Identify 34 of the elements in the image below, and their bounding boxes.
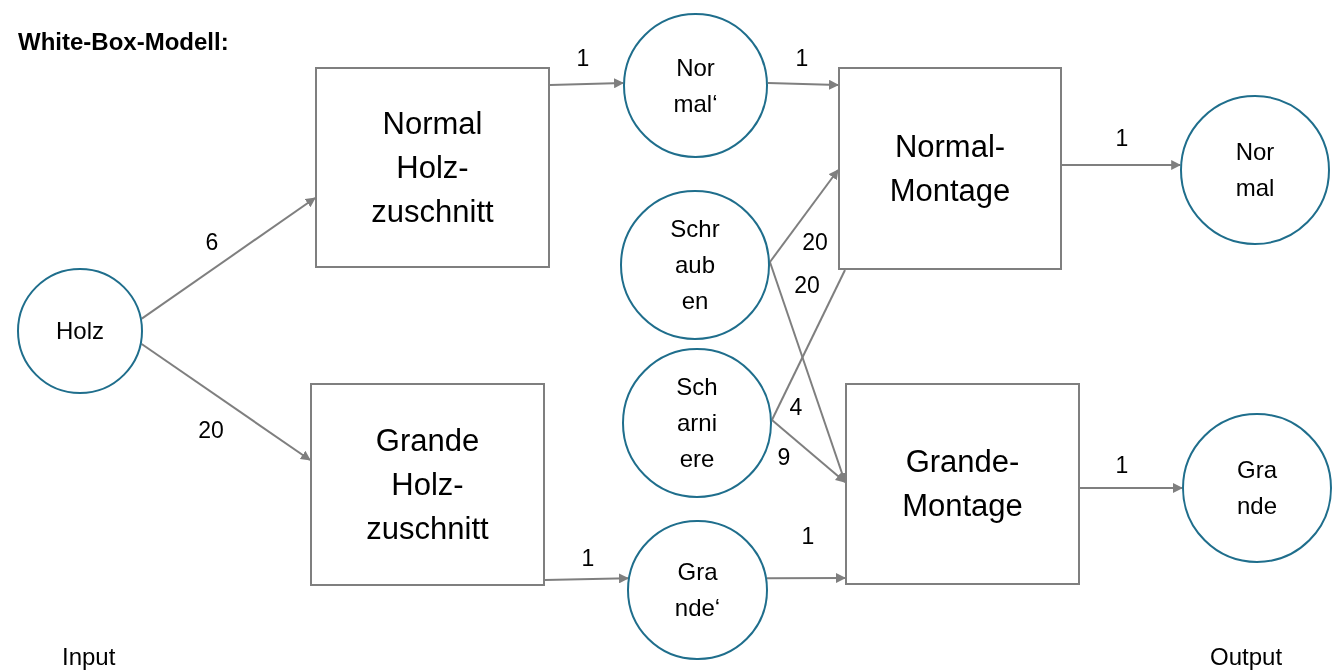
edge-label: 20 bbox=[198, 418, 224, 442]
node-text: Normal- Montage bbox=[889, 127, 1011, 210]
io-label: Input bbox=[62, 645, 116, 669]
node-text: Nor mal bbox=[1235, 137, 1275, 203]
edge-label: 9 bbox=[777, 445, 791, 469]
node-text: Schr aub en bbox=[670, 214, 720, 316]
edge-label: 1 bbox=[795, 46, 809, 70]
edge-label: 20 bbox=[802, 230, 828, 254]
process-box bbox=[838, 67, 1062, 270]
edge-label: 1 bbox=[576, 46, 590, 70]
arrow bbox=[1079, 483, 1183, 493]
node-text: Grande Holz- zuschnitt bbox=[366, 421, 489, 548]
edge-label: 1 bbox=[1115, 453, 1129, 477]
edge-label: 4 bbox=[789, 395, 803, 419]
node-text: Grande- Montage bbox=[902, 443, 1023, 525]
node-text: Nor mal‘ bbox=[673, 52, 718, 119]
edge-label: 1 bbox=[581, 546, 595, 570]
title: White-Box-Modell: bbox=[18, 30, 229, 54]
arrow bbox=[1061, 160, 1182, 170]
edge-label: 1 bbox=[801, 524, 815, 548]
node-text: Normal Holz- zuschnitt bbox=[371, 104, 494, 231]
process-box bbox=[310, 383, 545, 586]
process-box bbox=[315, 67, 550, 268]
node-text: Gra nde‘ bbox=[674, 557, 721, 623]
edge-label: 6 bbox=[205, 230, 219, 254]
io-label: Output bbox=[1210, 645, 1283, 669]
node-text: Gra nde bbox=[1237, 455, 1277, 521]
arrow bbox=[549, 78, 625, 89]
node-text: Holz bbox=[56, 316, 104, 346]
process-box bbox=[845, 383, 1080, 585]
arrow bbox=[544, 573, 629, 584]
node-text: Sch arni ere bbox=[676, 372, 718, 474]
edge-label: 20 bbox=[794, 273, 820, 297]
edge-label: 1 bbox=[1115, 126, 1129, 150]
